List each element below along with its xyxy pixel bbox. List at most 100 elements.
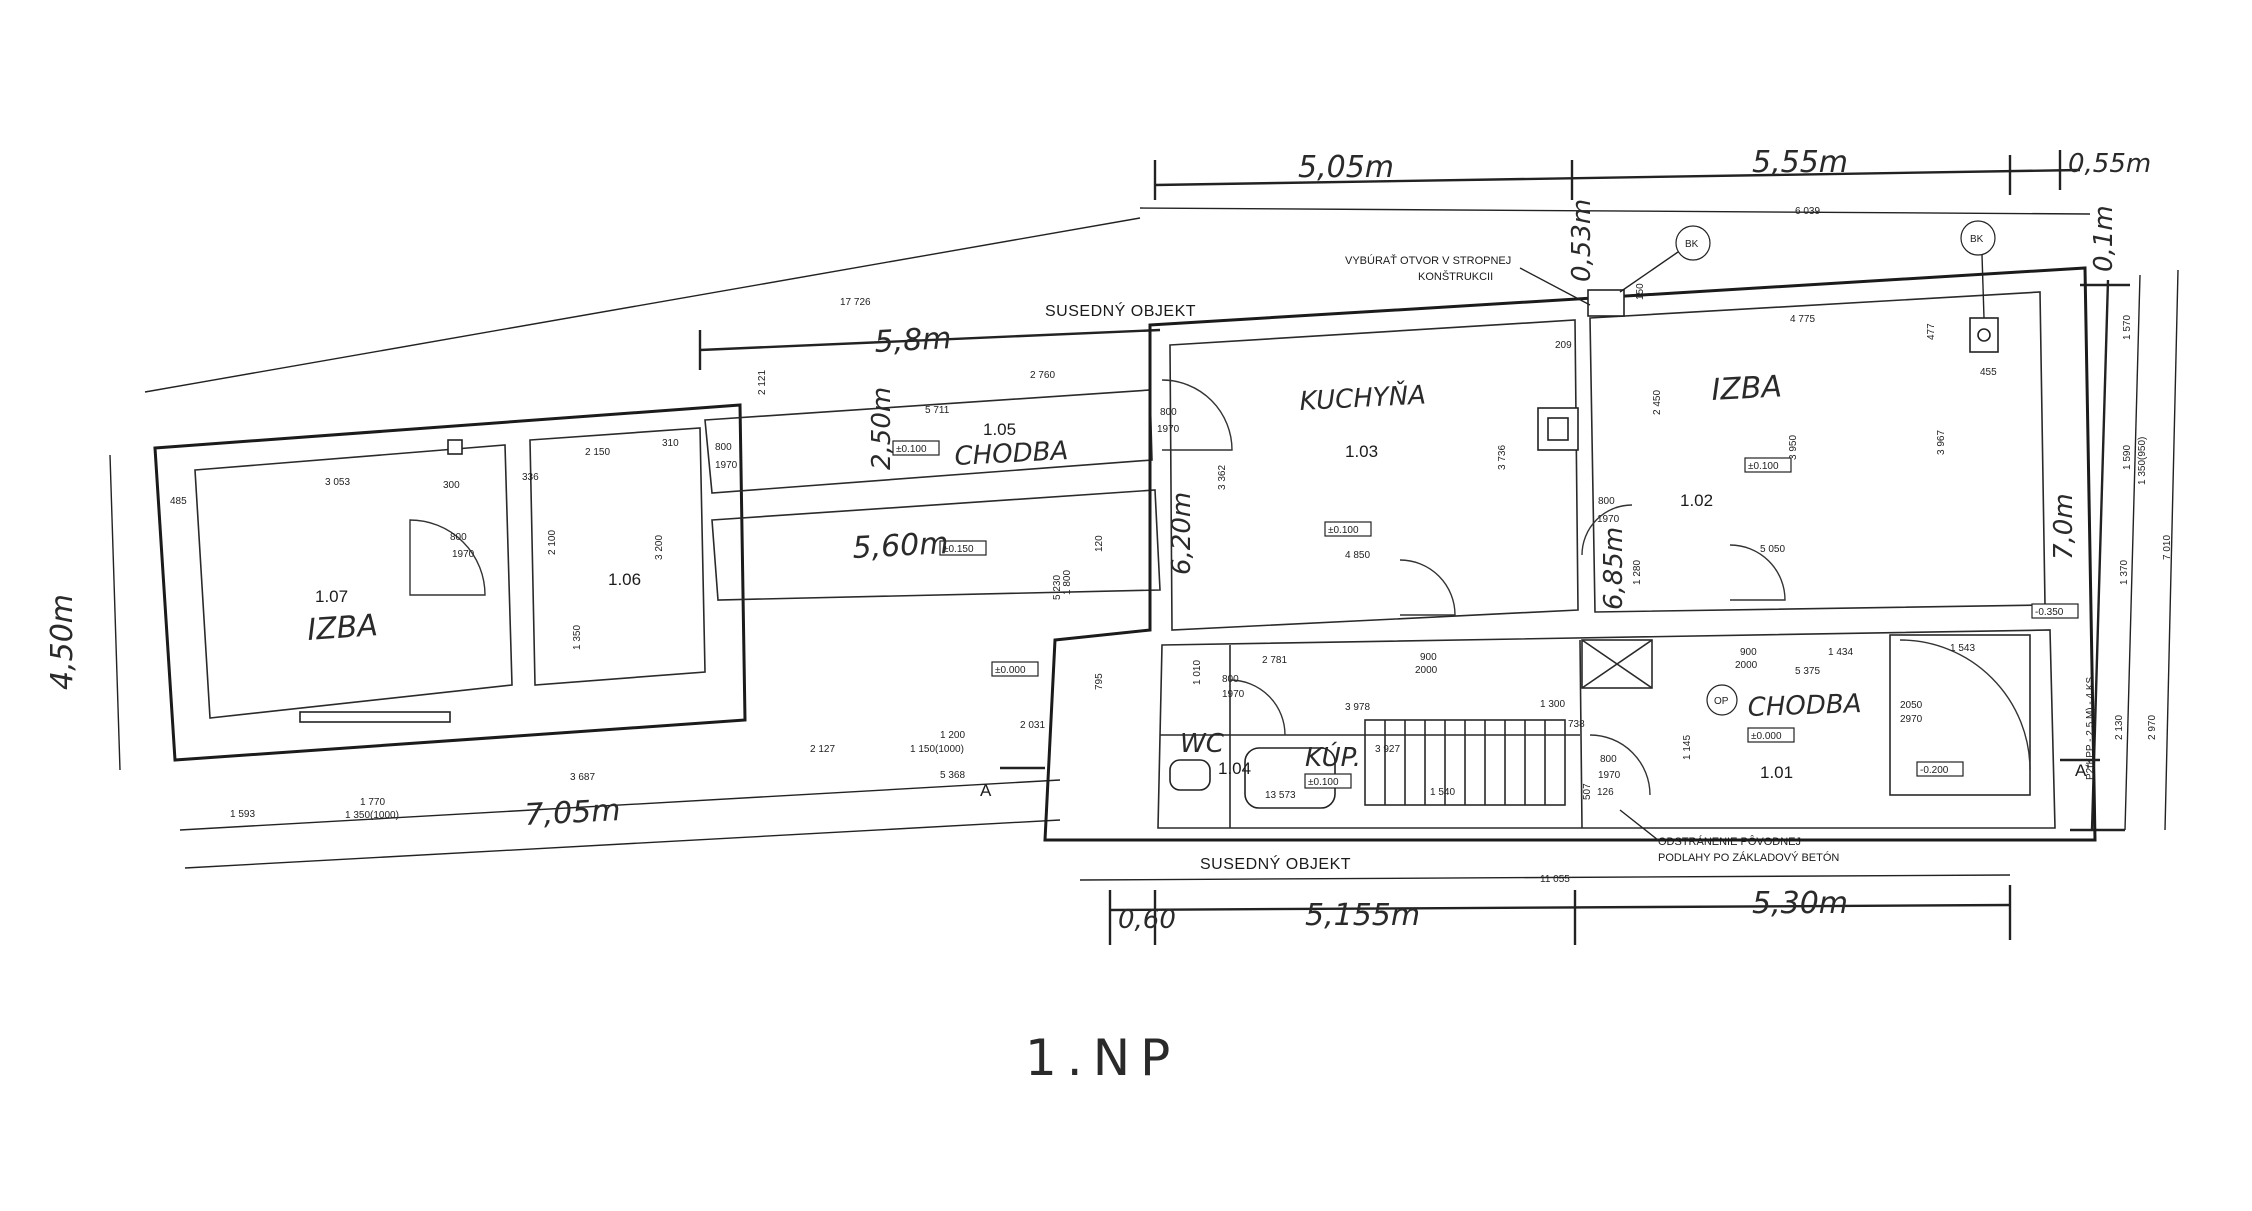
dim-1570: 1 570: [2122, 315, 2133, 340]
hand-dim-top-2: 5,55m: [1752, 145, 1848, 180]
printed-dimension-labels: 17 726 6 039 11 055 5 368 3 687 1 593 1 …: [170, 206, 2173, 885]
room-number-104: 1.04: [1218, 759, 1251, 778]
hand-dim-upper-left: 5,8m: [874, 321, 953, 360]
room-name-izba-107: IZBA: [306, 608, 379, 648]
dim-150: 150: [1635, 283, 1646, 300]
dim-1200: 1 200: [940, 730, 965, 741]
window-spec: P2(KPP - 2.5 M) - 4 KS: [2085, 676, 2096, 780]
dim-1350-950: 1 350(950): [2137, 437, 2148, 485]
hand-dim-bottom-1: 0,60: [1118, 905, 1176, 935]
hand-dim-corridor: 5,60m: [852, 526, 950, 566]
dim-2760: 2 760: [1030, 370, 1055, 381]
level-yard: ±0.000: [995, 665, 1026, 676]
room-numbers: 1.07 1.06 1.05 1.03 1.02 1.04 1.01: [315, 420, 1793, 782]
hand-dimension-lines: [698, 150, 2130, 945]
note-ceiling-opening-line1: VYBÚRAŤ OTVOR V STROPNEJ: [1345, 254, 1511, 267]
dim-3950: 3 950: [1788, 435, 1799, 460]
dim-455: 455: [1980, 367, 1997, 378]
dim-2970: 2970: [1900, 714, 1923, 725]
dim-120: 120: [1094, 535, 1105, 552]
dim-5711: 5 711: [925, 405, 950, 416]
dim-3736: 3 736: [1497, 445, 1508, 470]
room-name-wc: WC: [1180, 729, 1225, 759]
level-corridor-101: ±0.000: [1751, 731, 1782, 742]
handwritten-dimensions: 5,05m 5,55m 0,55m 5,8m 5,60m 4,50m 7,05m…: [45, 145, 2151, 935]
bk-symbol-2: BK: [1970, 234, 1984, 245]
dim-1300: 1 300: [1540, 699, 1565, 710]
dim-6039: 6 039: [1795, 206, 1820, 217]
level-kitchen: ±0.100: [1328, 525, 1359, 536]
dim-310: 310: [662, 438, 679, 449]
dim-1970-a: 1970: [452, 549, 475, 560]
room-name-chodba-101: CHODBA: [1747, 689, 1862, 723]
hand-dim-right-height: 7,0m: [2049, 493, 2079, 560]
dim-5375: 5 375: [1795, 666, 1820, 677]
dim-1770: 1 770: [360, 797, 385, 808]
dim-3053: 3 053: [325, 477, 350, 488]
room-name-chodba-105: CHODBA: [954, 436, 1069, 472]
dim-2150: 2 150: [585, 447, 610, 458]
dim-1010: 1 010: [1192, 660, 1203, 685]
dim-1970-c: 1970: [1157, 424, 1180, 435]
room-name-kupelna: KÚP.: [1305, 741, 1361, 773]
dim-3362: 3 362: [1217, 465, 1228, 490]
dim-1350: 1 350: [572, 625, 583, 650]
note-floor-removal-line2: PODLAHY PO ZÁKLADOVÝ BETÓN: [1658, 851, 1839, 864]
level-outer: -0.350: [2035, 607, 2064, 618]
dim-1970-b: 1970: [715, 460, 738, 471]
dim-2000-a: 2000: [1415, 665, 1438, 676]
hand-dim-top-1: 5,05m: [1298, 150, 1394, 185]
right-wing-walls: [1043, 266, 2097, 842]
dim-209: 209: [1555, 340, 1572, 351]
dim-1434: 1 434: [1828, 647, 1853, 658]
dim-2050: 2050: [1900, 700, 1923, 711]
dim-11055: 11 055: [1540, 874, 1570, 885]
room-name-izba-102: IZBA: [1711, 369, 1783, 408]
room-number-103: 1.03: [1345, 442, 1378, 461]
dim-1970-e: 1970: [1222, 689, 1245, 700]
room-number-105: 1.05: [983, 420, 1016, 439]
dim-2130: 2 130: [2114, 715, 2125, 740]
dim-800-e: 800: [1222, 674, 1239, 685]
section-mark-a-prime: A': [2075, 761, 2090, 780]
dim-477: 477: [1926, 323, 1937, 340]
dim-300: 300: [443, 480, 460, 491]
room-number-107: 1.07: [315, 587, 348, 606]
hand-dim-bottom-2: 5,155m: [1305, 898, 1420, 933]
level-corridor-105: ±0.100: [896, 444, 927, 455]
hand-dim-top-3: 0,55m: [2068, 149, 2151, 179]
room-number-101: 1.01: [1760, 763, 1793, 782]
dim-2031: 2 031: [1020, 720, 1045, 731]
room-number-102: 1.02: [1680, 491, 1713, 510]
dim-1590: 1 590: [2122, 445, 2133, 470]
dim-795: 795: [1094, 673, 1105, 690]
dim-4775: 4 775: [1790, 314, 1815, 325]
dim-800-c: 800: [1160, 407, 1177, 418]
construction-notes: VYBÚRAŤ OTVOR V STROPNEJ KONŠTRUKCII ODS…: [1345, 254, 1839, 864]
dim-800-f: 800: [1600, 754, 1617, 765]
level-bath: ±0.100: [1308, 777, 1339, 788]
dim-2127: 2 127: [810, 744, 835, 755]
level-entrance: -0.200: [1920, 765, 1949, 776]
hand-dim-right-top: 0,1m: [2089, 205, 2119, 272]
dim-5230: 5 230: [1052, 575, 1063, 600]
dim-13573: 13 573: [1265, 790, 1296, 801]
dim-2781: 2 781: [1262, 655, 1287, 666]
dim-1800: 1 800: [1062, 570, 1073, 595]
hand-dim-small-top: 0,53m: [1567, 199, 1597, 282]
dim-336: 336: [522, 472, 539, 483]
dim-3927: 3 927: [1375, 744, 1400, 755]
hand-dim-bottom-left: 7,05m: [524, 793, 622, 833]
room-name-kuchyna: KUCHYŇA: [1299, 378, 1427, 417]
dim-1593: 1 593: [230, 809, 255, 820]
dim-900-a: 900: [1420, 652, 1437, 663]
dim-800-b: 800: [715, 442, 732, 453]
dim-800-a: 800: [450, 532, 467, 543]
dim-1350-1000: 1 350(1000): [345, 810, 399, 821]
dim-800-d: 800: [1598, 496, 1615, 507]
dim-2450: 2 450: [1652, 390, 1663, 415]
dim-7010: 7 010: [2162, 535, 2173, 560]
note-floor-removal-line1: ODSTRÁNENIE PÔVODNEJ: [1658, 835, 1801, 848]
door-swings: [409, 379, 2031, 796]
